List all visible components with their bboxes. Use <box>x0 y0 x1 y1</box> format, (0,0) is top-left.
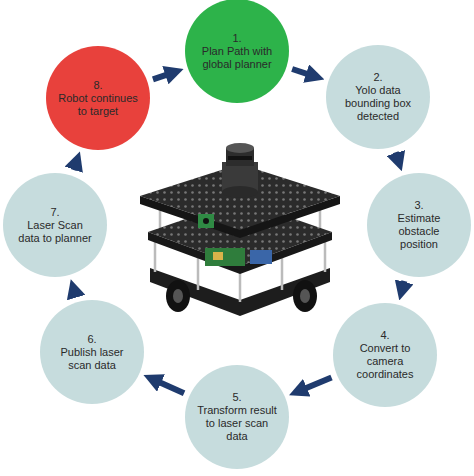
middle-plate-edge <box>148 232 332 274</box>
step-circle: 4.Convert to camera coordinates <box>333 303 437 407</box>
camera-board <box>198 214 214 228</box>
step-number: 3. <box>379 199 459 212</box>
step-number: 6. <box>52 333 132 346</box>
wheel <box>166 280 190 312</box>
wheel <box>293 280 317 312</box>
lidar-window <box>228 156 252 160</box>
bottom-plate <box>150 268 330 316</box>
flow-arrow <box>396 152 399 162</box>
control-board <box>205 248 245 266</box>
step-number: 1. <box>197 32 277 45</box>
step-number: 5. <box>197 391 277 404</box>
step-number: 4. <box>345 329 425 342</box>
wheel-hub <box>173 289 183 303</box>
circle-fill <box>185 365 289 469</box>
step-text: 3.Estimate obstacle position <box>379 199 459 251</box>
step-text: 6.Publish laser scan data <box>52 333 132 372</box>
circle-fill <box>333 303 437 407</box>
circle-fill <box>185 0 289 103</box>
step-number: 2. <box>338 71 418 84</box>
camera-lens <box>203 218 209 224</box>
step-label: Convert to camera coordinates <box>345 342 425 381</box>
circle-fill <box>40 300 144 404</box>
step-label: Yolo data bounding box detected <box>338 84 418 123</box>
circle-fill <box>3 173 107 277</box>
flow-arrow <box>298 377 332 391</box>
step-label: Transform result to laser scan data <box>197 404 277 443</box>
wheel-hub <box>300 289 310 303</box>
step-circle: 6.Publish laser scan data <box>40 300 144 404</box>
chip <box>213 252 223 260</box>
step-text: 1.Plan Path with global planner <box>197 32 277 71</box>
step-circle: 2.Yolo data bounding box detected <box>326 45 430 149</box>
lidar-top <box>226 143 254 153</box>
top-plate-edge <box>140 196 340 238</box>
step-circle: 3.Estimate obstacle position <box>367 173 471 277</box>
step-text: 8.Robot continues to target <box>58 79 138 118</box>
flow-arrow <box>74 161 77 171</box>
step-label: Laser Scan data to planner <box>15 219 95 245</box>
step-circle: 7.Laser Scan data to planner <box>3 173 107 277</box>
step-text: 4.Convert to camera coordinates <box>345 329 425 381</box>
lidar-bottom <box>222 186 258 198</box>
flow-arrow <box>152 379 184 393</box>
circle-fill <box>326 45 430 149</box>
flow-arrow <box>153 72 175 79</box>
step-number: 7. <box>15 206 95 219</box>
step-circle: 5.Transform result to laser scan data <box>185 365 289 469</box>
step-label: Estimate obstacle position <box>379 212 459 251</box>
circle-fill <box>46 46 150 150</box>
flow-arrow <box>292 69 315 77</box>
circle-fill <box>367 173 471 277</box>
step-label: Robot continues to target <box>58 92 138 118</box>
step-text: 5.Transform result to laser scan data <box>197 391 277 443</box>
step-label: Publish laser scan data <box>52 346 132 372</box>
flow-arrow <box>73 288 75 296</box>
step-label: Plan Path with global planner <box>197 45 277 71</box>
step-circle: 8.Robot continues to target <box>46 46 150 150</box>
step-text: 7.Laser Scan data to planner <box>15 206 95 245</box>
sensor-board <box>250 250 272 264</box>
step-number: 8. <box>58 79 138 92</box>
step-text: 2.Yolo data bounding box detected <box>338 71 418 123</box>
step-circle: 1.Plan Path with global planner <box>185 0 289 103</box>
flow-arrow <box>402 281 405 291</box>
